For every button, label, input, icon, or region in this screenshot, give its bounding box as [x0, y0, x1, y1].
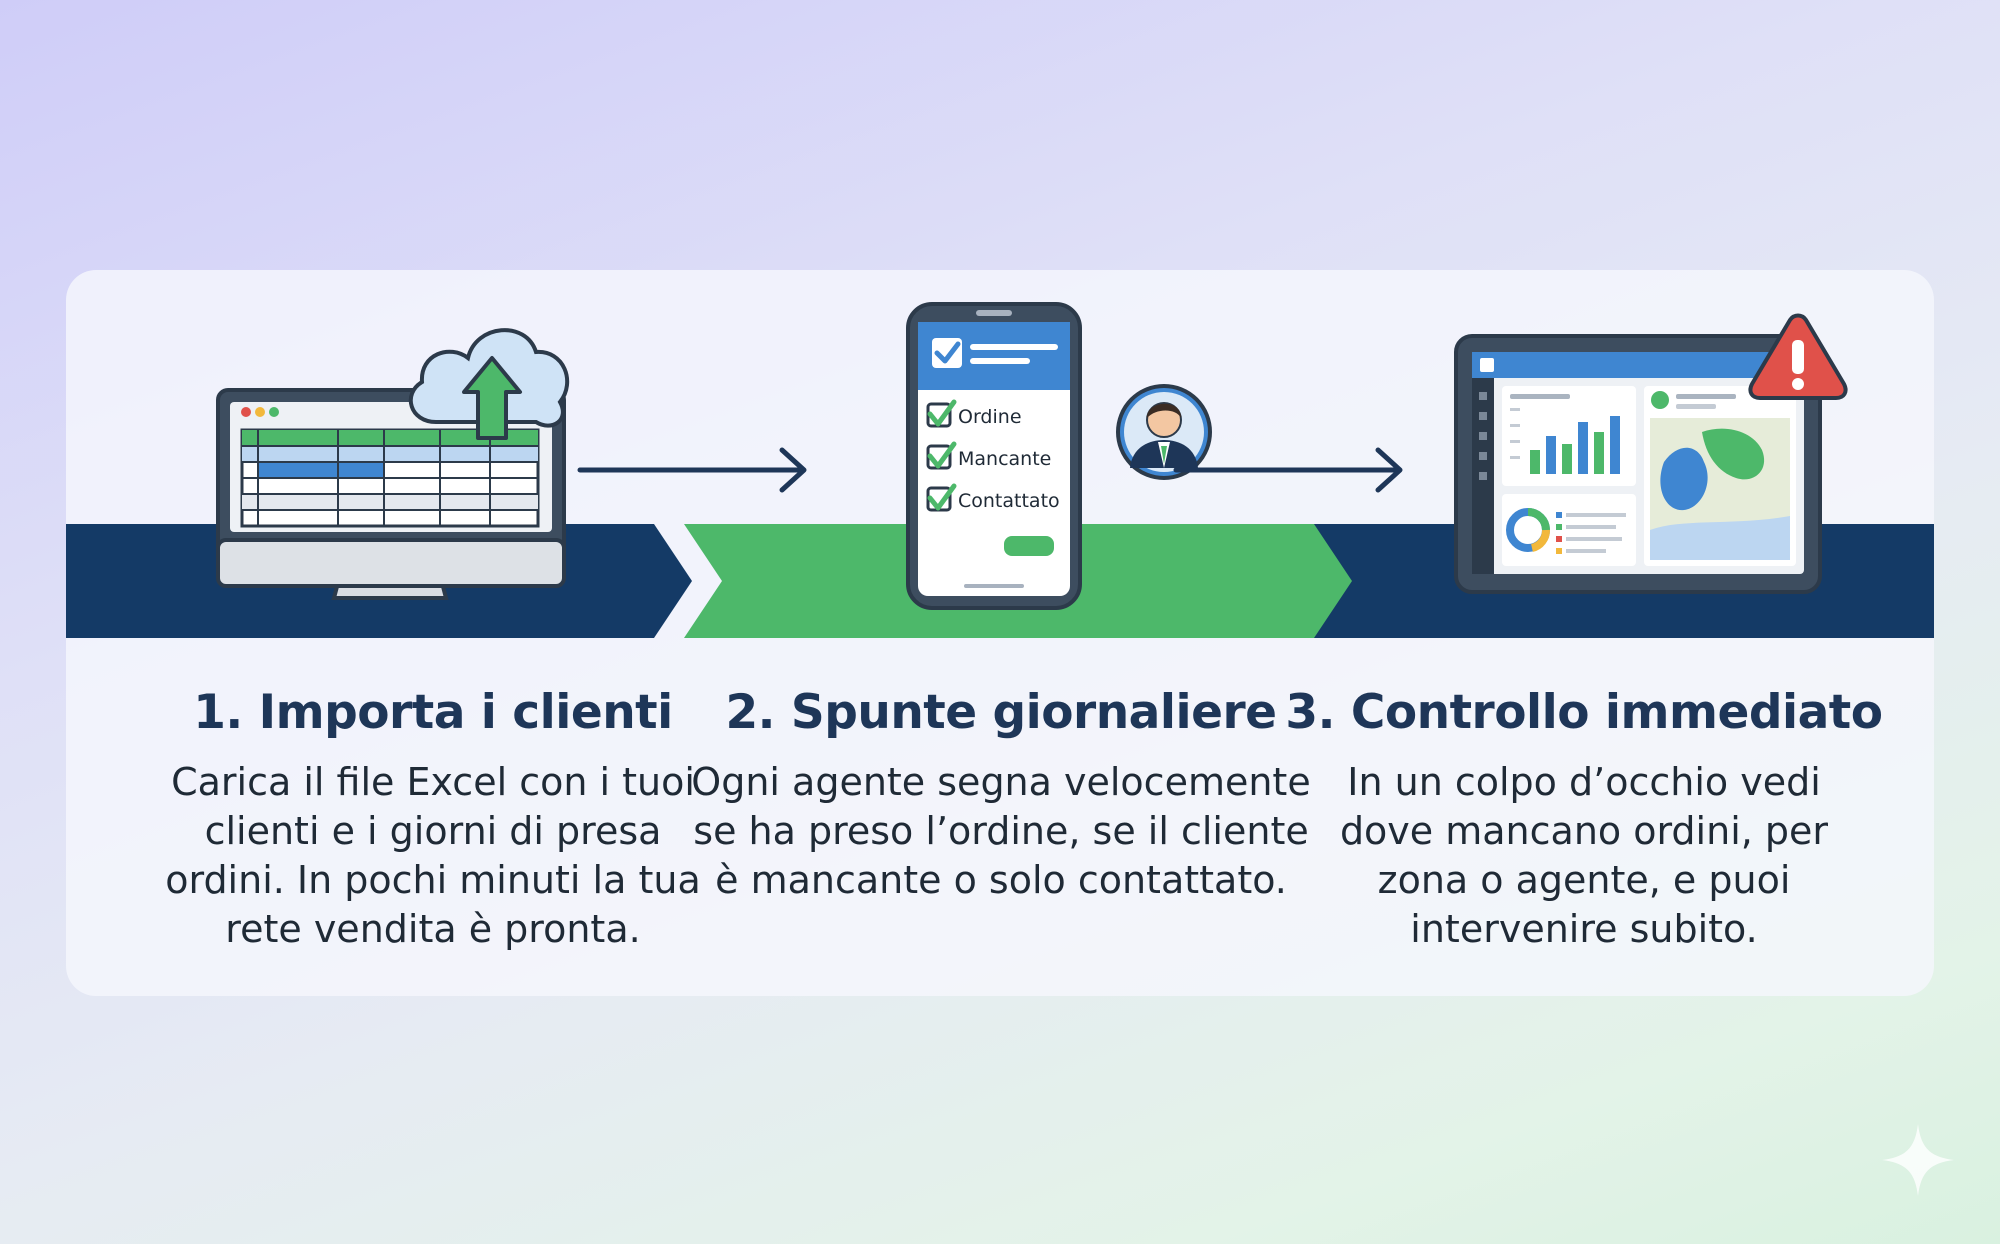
checklist-label-ordine: Ordine [958, 406, 1022, 428]
step-1-title: 1. Importa i clienti [193, 685, 673, 740]
process-card: Ordine Mancante Contattato [66, 270, 1934, 996]
step-1-description: Carica il file Excel con i tuoi clienti … [165, 760, 701, 951]
sparkle-icon [1882, 1124, 1954, 1196]
flow-arrow-1 [577, 447, 807, 493]
checklist-label-mancante: Mancante [958, 448, 1051, 470]
agent-avatar-icon [1116, 384, 1212, 480]
step-2-description: Ogni agente segna velocemente se ha pres… [691, 760, 1311, 902]
smartphone-checklist-agent-icon: Ordine Mancante Contattato [906, 302, 1212, 610]
checkbox-ordine [926, 399, 957, 428]
checkbox-contattato [926, 483, 957, 512]
alert-triangle-icon [1748, 313, 1848, 400]
checklist-label-contattato: Contattato [958, 490, 1060, 512]
monitor-spreadsheet-cloud-upload-icon [216, 328, 570, 600]
flow-arrow-2 [1173, 447, 1403, 493]
step-3-description: In un colpo d’occhio vedi dove mancano o… [1339, 760, 1829, 951]
tablet-dashboard-map-alert-icon [1454, 313, 1848, 594]
step-2-title: 2. Spunte giornaliere [725, 685, 1277, 740]
step-3-title: 3. Controllo immediato [1285, 685, 1883, 740]
checkbox-mancante [926, 441, 957, 470]
